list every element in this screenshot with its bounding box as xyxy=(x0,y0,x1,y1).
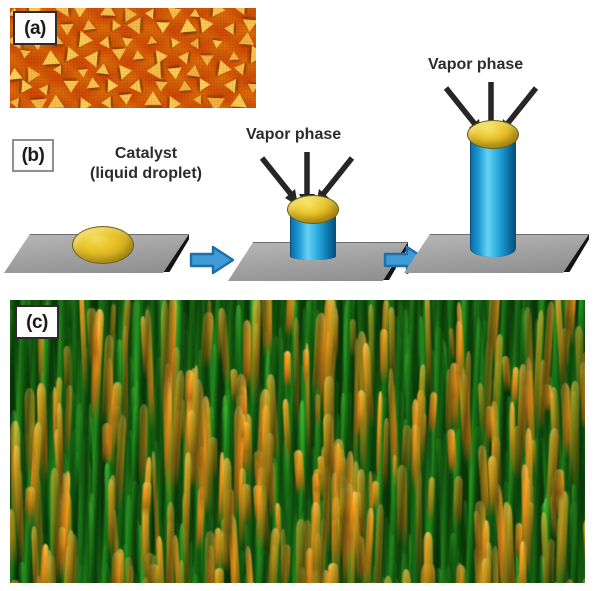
panel-c-label: (c) xyxy=(15,305,59,339)
panel-c-image xyxy=(10,300,585,583)
panel-a-image xyxy=(10,8,256,108)
catalyst-droplet-2 xyxy=(286,195,340,224)
panel-a-label: (a) xyxy=(13,11,57,45)
catalyst-caption-line2: (liquid droplet) xyxy=(90,165,202,182)
nanowire-orange-tipped xyxy=(456,564,465,583)
nanowire-orange-tipped xyxy=(331,471,339,554)
panel-b-label: (b) xyxy=(12,139,54,172)
catalyst-droplet-1 xyxy=(72,226,134,264)
nanowire-orange-tipped xyxy=(450,362,458,410)
nanowire-3 xyxy=(466,120,520,257)
process-arrow-1 xyxy=(189,245,235,275)
panel-c-vignette xyxy=(10,300,585,583)
catalyst-droplet-3 xyxy=(466,120,520,149)
nanowire-2 xyxy=(286,195,340,260)
panel-c-blade-texture-2 xyxy=(10,300,585,583)
stage-3-tall-nanowire: Vapor phase xyxy=(404,30,594,280)
vapor-phase-label-3: Vapor phase xyxy=(428,56,524,73)
panel-b-schematic: Catalyst (liquid droplet) Vapor phase xyxy=(0,56,600,293)
catalyst-caption: Catalyst (liquid droplet) xyxy=(66,144,226,184)
nanowire-body-3 xyxy=(470,133,516,257)
stage-1-catalyst-droplet xyxy=(4,226,194,286)
stage-2-short-nanowire: Vapor phase xyxy=(228,126,408,288)
vapor-phase-label-2: Vapor phase xyxy=(246,126,342,143)
catalyst-caption-line1: Catalyst xyxy=(114,145,178,162)
